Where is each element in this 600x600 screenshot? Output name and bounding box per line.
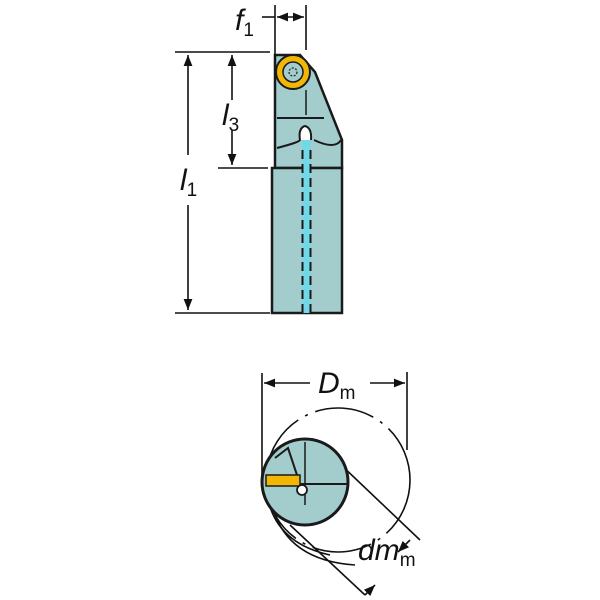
dim-label-dmm: dmm (358, 534, 416, 571)
dim-label-Dm: Dm (318, 367, 356, 404)
screw-icon (282, 61, 304, 83)
side-view: f1 l3 l1 (175, 4, 344, 315)
dim-label-l1: l1 (180, 164, 197, 201)
end-view: Dm dmm (260, 367, 421, 597)
coolant-channel (302, 140, 311, 313)
dim-label-f1: f1 (235, 4, 254, 41)
dim-label-l3: l3 (222, 99, 239, 136)
insert-section (265, 474, 301, 487)
